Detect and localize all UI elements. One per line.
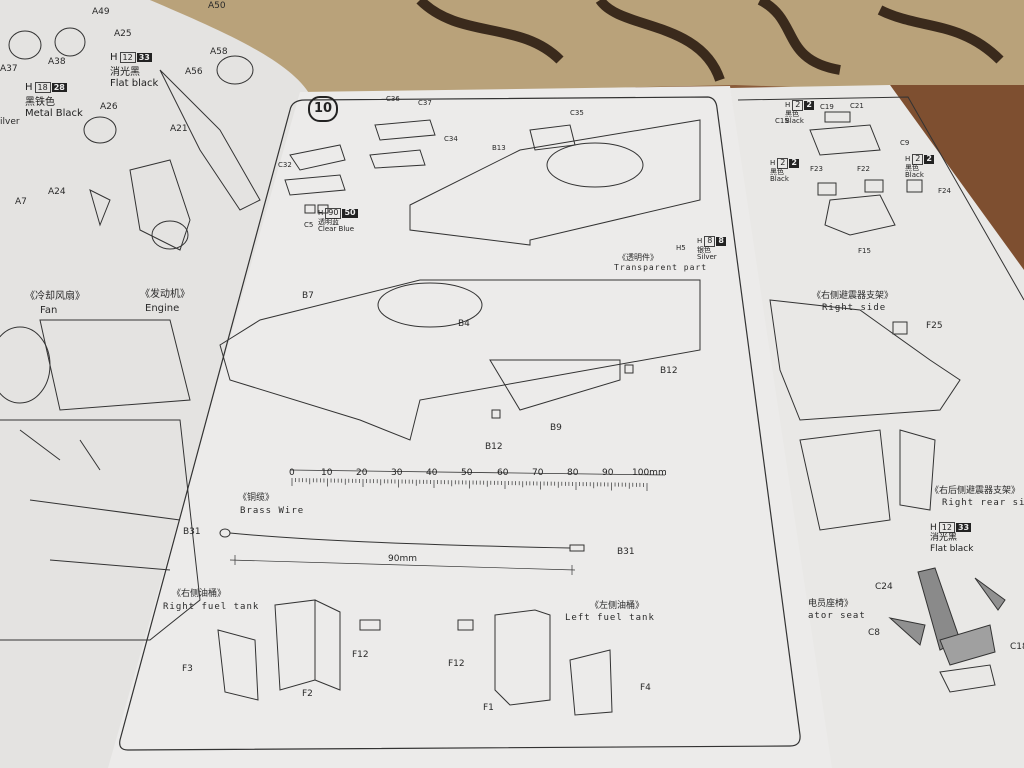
part-label: A37	[0, 64, 18, 74]
part-label: F12	[448, 659, 465, 669]
ruler-tick-label: 30	[391, 468, 403, 478]
middle-page-drawings	[217, 119, 701, 716]
part-label: C37	[418, 99, 432, 107]
middle-page-border	[119, 96, 801, 751]
ruler-tick-label: 80	[567, 468, 579, 478]
part-label: B4	[458, 319, 470, 329]
part-label: B12	[660, 366, 678, 376]
part-label: F15	[858, 247, 871, 255]
part-label: F3	[182, 664, 193, 674]
ruler-tick-label: 50	[461, 468, 473, 478]
part-label: F25	[926, 321, 943, 331]
brass-wire-title-cn: 《铜缆》	[238, 493, 275, 503]
part-label: F12	[352, 650, 369, 660]
section-title-en: Engine	[145, 303, 180, 314]
brass-wire-title-en: Brass Wire	[240, 506, 305, 516]
right-page-drawings	[769, 111, 1006, 693]
carpet	[150, 0, 1024, 95]
part-label: A49	[92, 7, 110, 17]
part-label: C18	[1010, 642, 1024, 652]
part-label: C24	[875, 582, 893, 592]
part-label: B31	[617, 547, 635, 557]
left-fuel-tank-title-en: Left fuel tank	[565, 613, 655, 623]
section-title-cn: 《冷却风扇》	[25, 291, 85, 302]
middle-page	[108, 86, 832, 768]
part-label: A58	[210, 47, 228, 57]
part-label: A21	[170, 124, 188, 134]
carpet-pattern	[416, 0, 1004, 82]
section-title-en: Fan	[40, 305, 58, 316]
right-fuel-tank-title-cn: 《右侧油桶》	[172, 589, 227, 599]
part-label: B31	[183, 527, 201, 537]
paint-label: ilver	[0, 117, 20, 127]
part-label: F1	[483, 703, 494, 713]
section-title-en: Right side	[822, 303, 887, 313]
part-label: A56	[185, 67, 203, 77]
part-label: B7	[302, 291, 314, 301]
right-page	[730, 85, 1024, 768]
part-label: A50	[208, 1, 226, 11]
part-label: C21	[850, 102, 864, 110]
section-title-cn: 《透明件》	[618, 253, 658, 262]
right-page-border	[737, 96, 1024, 301]
ruler-tick-label: 60	[497, 468, 509, 478]
part-label: F24	[938, 187, 951, 195]
part-label: C15	[775, 117, 789, 125]
part-label: F4	[640, 683, 651, 693]
left-page-drawings	[0, 27, 261, 641]
section-title-en: Right rear side	[942, 498, 1024, 508]
part-label: C5	[304, 221, 314, 229]
ruler-tick-label: 100mm	[632, 468, 667, 478]
part-label: C36	[386, 95, 400, 103]
section-title-cn: 《右侧避震器支架》	[812, 291, 894, 301]
left-fuel-tank-title-cn: 《左侧油桶》	[590, 601, 645, 611]
ruler-tick-label: 70	[532, 468, 544, 478]
part-label: B13	[492, 144, 506, 152]
part-label: C35	[570, 109, 584, 117]
section-title-en: ator seat	[808, 611, 866, 621]
part-label: F23	[810, 165, 823, 173]
part-label: H5	[676, 244, 686, 252]
ruler-tick-label: 10	[321, 468, 333, 478]
wire-length-label: 90mm	[388, 554, 417, 564]
section-title-cn: 《右后侧避震器支架》	[930, 486, 1021, 496]
left-page	[0, 0, 310, 768]
ruler-tick-label: 20	[356, 468, 368, 478]
part-label: F22	[857, 165, 870, 173]
part-label: B12	[485, 442, 503, 452]
section-title-cn: 电员座椅》	[808, 599, 854, 609]
step-number-badge: 10	[308, 96, 338, 122]
part-label: C19	[820, 103, 834, 111]
part-label: F2	[302, 689, 313, 699]
part-label: A24	[48, 187, 66, 197]
part-label: A26	[100, 102, 118, 112]
part-label: B9	[550, 423, 562, 433]
section-title-en: Transparent part	[614, 263, 708, 272]
section-title-cn: 《发动机》	[140, 289, 190, 300]
part-label: A7	[15, 197, 27, 207]
part-label: C9	[900, 139, 910, 147]
right-fuel-tank-title-en: Right fuel tank	[163, 602, 260, 612]
part-label: A38	[48, 57, 66, 67]
part-label: A25	[114, 29, 132, 39]
ruler-tick-label: 40	[426, 468, 438, 478]
ruler-tick-label: 0	[289, 468, 295, 478]
part-label: C34	[444, 135, 458, 143]
part-label: C32	[278, 161, 292, 169]
part-label: C8	[868, 628, 881, 638]
ruler-tick-label: 90	[602, 468, 614, 478]
